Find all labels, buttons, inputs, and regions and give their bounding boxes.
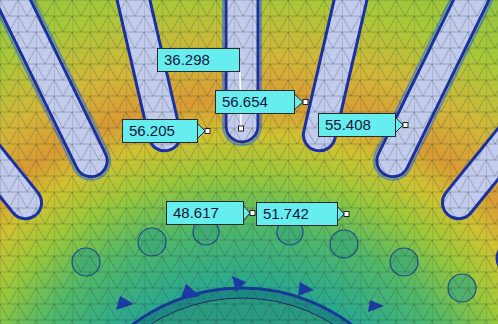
callout-number: 36.298 [157,48,240,72]
callout-number: 51.742 [256,202,338,226]
callout-number: 55.408 [318,113,396,137]
callout-number: 48.617 [166,201,244,225]
callout-number: 56.654 [215,90,295,114]
probe-points [205,100,408,217]
callout-leaders [197,72,403,222]
callout-number: 56.205 [122,119,198,143]
